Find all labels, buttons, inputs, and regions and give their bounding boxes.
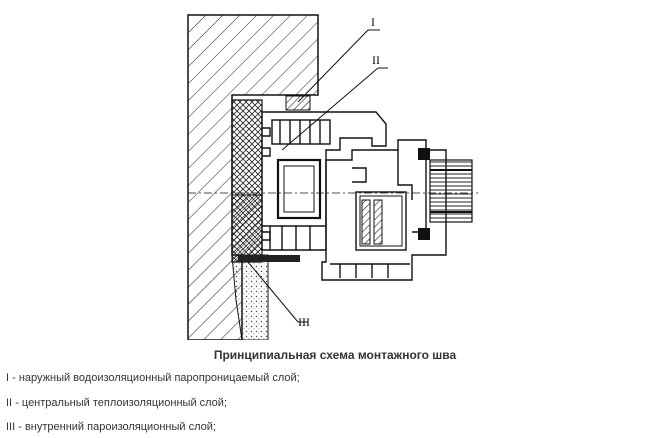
outer-seal-layer: [285, 95, 311, 111]
diagram-caption: Принципиальная схема монтажного шва: [213, 348, 457, 362]
marker-label: II: [372, 53, 380, 67]
marker-label: III: [298, 315, 310, 329]
legend-item: II - центральный теплоизоляционный слой;: [6, 397, 228, 409]
glass-unit: [429, 159, 473, 223]
legend-item: III - внутренний пароизоляционный слой;: [6, 421, 216, 433]
mounting-joint-diagram: I II III: [187, 14, 478, 340]
inner-vapor-barrier: [238, 255, 300, 262]
marker-label: I: [371, 15, 375, 29]
sash-profile: [321, 139, 447, 281]
foam-insulation-layer: [231, 99, 263, 263]
glazing-gasket: [418, 148, 430, 240]
legend-item: I - наружный водоизоляционный паропрониц…: [6, 372, 300, 384]
leader-lines: [247, 29, 388, 323]
window-frame-profile: [261, 111, 387, 251]
